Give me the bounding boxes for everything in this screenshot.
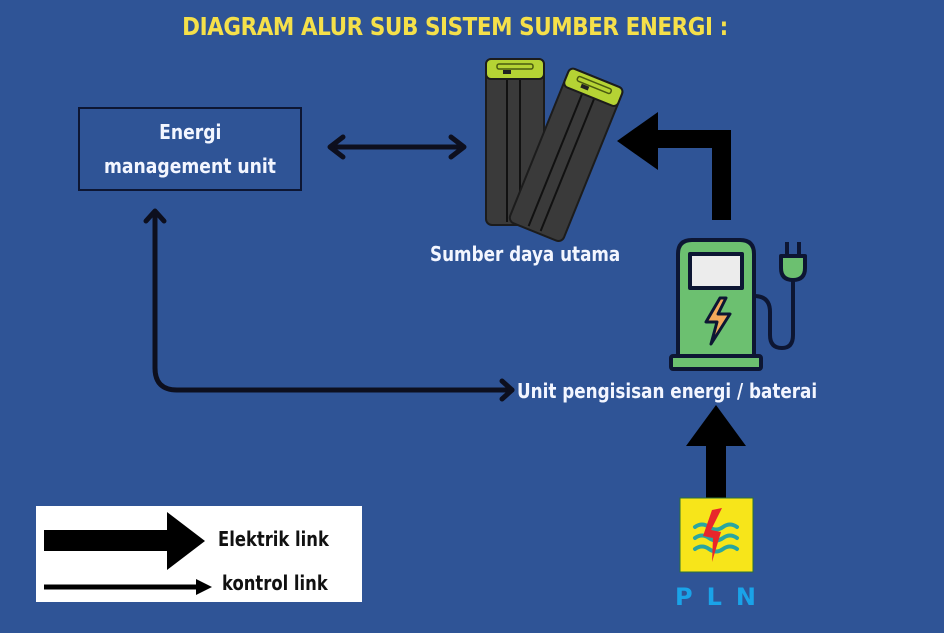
charging-unit-label: Unit pengisisan energi / baterai: [517, 379, 818, 403]
legend-electric-label: Elektrik link: [218, 527, 329, 551]
electric-link-pln-charging: [686, 405, 746, 500]
battery-packs-icon: [485, 58, 624, 243]
control-link-emu-charging: [143, 208, 515, 402]
emu-label-line2: management unit: [103, 154, 276, 178]
ev-charging-station-icon: [669, 238, 807, 371]
diagram-title: DIAGRAM ALUR SUB SISTEM SUMBER ENERGI :: [182, 12, 728, 41]
energy-management-unit-node[interactable]: Energi management unit: [78, 107, 302, 191]
legend-control-label: kontrol link: [222, 571, 328, 595]
main-power-source-label: Sumber daya utama: [430, 242, 621, 266]
legend-electric-arrow: [44, 512, 205, 570]
emu-label-line1: Energi: [158, 120, 222, 144]
electric-link-charging-battery: [617, 112, 731, 220]
battery-pack-2: [508, 67, 624, 243]
legend-control-arrow: [44, 579, 212, 595]
pln-label: PLN: [675, 583, 770, 611]
control-link-emu-battery: [327, 134, 467, 160]
pln-logo-icon: [679, 497, 754, 573]
